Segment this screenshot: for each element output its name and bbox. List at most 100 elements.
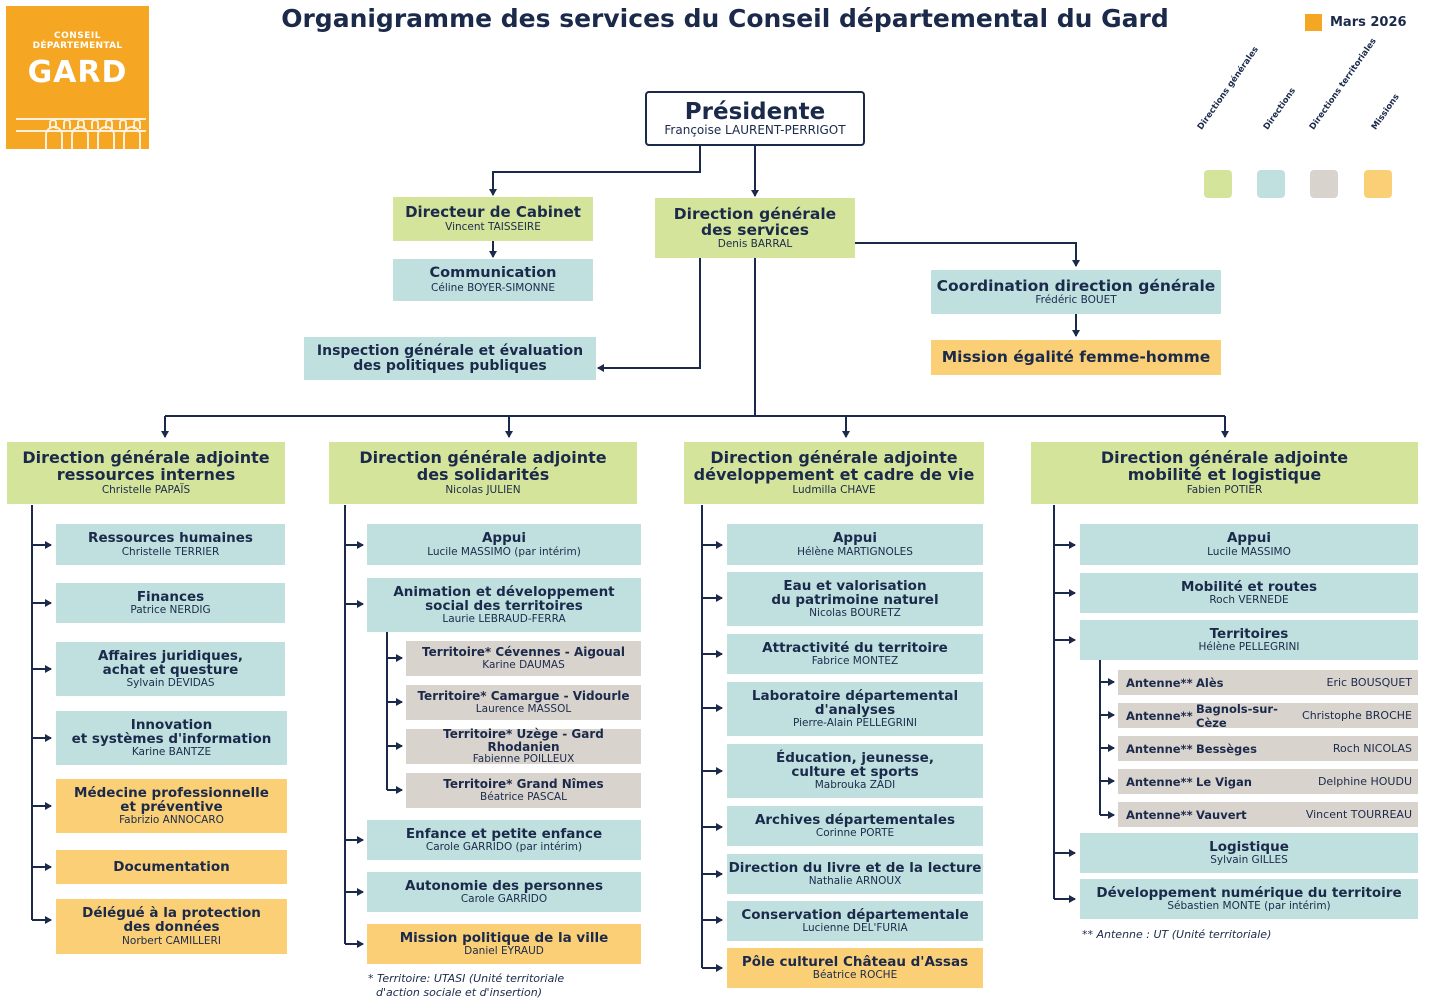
item-title: Ressources humaines [88,530,253,547]
dga-2-title-line2: des solidarités [416,464,550,484]
legend: Directions générales Directions Directio… [1190,37,1420,200]
item-person: Fabrice MONTEZ [811,655,899,668]
item-person: Patrice NERDIG [130,604,211,617]
item-person: Daniel EYRAUD [464,945,544,958]
dga-1-title-line1: Direction générale adjointe [22,448,270,468]
col3-laboratoire: Laboratoire départemental d'analyses Pie… [727,682,983,736]
coordination-box: Coordination direction générale Frédéric… [931,270,1221,314]
col2-animation: Animation et développement social des te… [367,578,641,632]
col3-pole-culturel: Pôle culturel Château d'Assas Béatrice R… [727,948,983,988]
antenne-person: Vincent TOURREAU [1305,808,1412,821]
item-title: Mobilité et routes [1180,578,1318,595]
logo-line1: CONSEIL [53,31,101,41]
col2-territoire-camargue: Territoire* Camargue - Vidourle Laurence… [406,685,641,720]
item-title: Autonomie des personnes [405,877,603,894]
col2-appui: Appui Lucile MASSIMO (par intérim) [367,524,641,565]
territoire-footnote: * Territoire: UTASI (Unité territoriale … [368,972,564,1001]
item-person: Carole GARRIDO [460,893,548,906]
item-person: Lucienne DEL'FURIA [802,922,908,935]
item-title-line2: achat et questure [102,661,239,678]
item-title: Appui [481,530,526,547]
item-title-line2: et préventive [120,798,223,815]
item-person: Mabrouka ZADI [814,779,896,792]
col3-conservation: Conservation départementale Lucienne DEL… [727,901,983,941]
item-title: Conservation départementale [741,906,969,923]
col1-affaires-juridiques: Affaires juridiques, achat et questure S… [56,642,285,696]
antenne-label: Antenne** [1126,741,1193,756]
col3-eau: Eau et valorisation du patrimoine nature… [727,572,983,626]
item-title: Attractivité du territoire [762,639,948,656]
legend-swatch-green [1204,170,1232,198]
item-title: Enfance et petite enfance [405,825,603,842]
dga-3-title-line2: développement et cadre de vie [693,464,975,484]
item-title: Innovation [130,716,213,733]
col4-appui: Appui Lucile MASSIMO [1080,524,1418,565]
legend-swatch-blue [1257,170,1285,198]
date-color-swatch [1305,13,1322,31]
item-person: Karine DAUMAS [482,658,565,671]
cabinet-person: Vincent TAISSEIRE [445,220,541,233]
inspection-title-line1: Inspection générale et évaluation [316,342,584,359]
item-person: Carole GARRIDO (par intérim) [425,841,583,854]
cabinet-box: Directeur de Cabinet Vincent TAISSEIRE [393,197,593,241]
item-person: Fabienne POILLEUX [472,753,575,766]
legend-swatch-grey [1310,170,1338,198]
mission-egalite-title: Mission égalité femme-homme [941,348,1211,367]
presidente-person: Françoise LAURENT-PERRIGOT [664,123,846,138]
communication-box: Communication Céline BOYER-SIMONNE [393,259,593,301]
item-person: Christelle TERRIER [121,545,220,558]
item-title: Logistique [1209,838,1289,855]
coordination-person: Frédéric BOUET [1035,294,1117,307]
col3-archives: Archives départementales Corinne PORTE [727,806,983,846]
dga-2-person: Nicolas JULIEN [445,483,521,496]
item-person: Béatrice PASCAL [480,790,567,803]
logo-line2: DÉPARTEMENTAL [32,41,123,51]
item-title: Appui [832,530,877,547]
pont-du-gard-icon [16,118,146,149]
dga-solidarites-box: Direction générale adjointe des solidari… [329,442,637,504]
presidente-title: Présidente [684,99,826,126]
antenne-ales: Antenne** Alès Eric BOUSQUET [1118,670,1418,695]
item-person: Béatrice ROCHE [812,969,898,982]
page-title: Organigramme des services du Conseil dép… [281,4,1169,33]
antenne-bagnols: Antenne** Bagnols-sur-Cèze Christophe BR… [1118,702,1418,730]
item-title: Direction du livre et de la lecture [728,859,982,876]
antenne-label: Antenne** [1126,807,1193,822]
item-person: Sylvain DEVIDAS [126,677,215,690]
antenne-person: Eric BOUSQUET [1326,676,1413,689]
item-person: Lucile MASSIMO [1207,545,1291,558]
item-person: Fabrizio ANNOCARO [119,814,224,827]
item-person: Pierre-Alain PELLEGRINI [793,717,917,730]
item-title: Finances [136,588,205,605]
item-person: Karine BANTZE [131,746,212,759]
item-person: Corinne PORTE [815,827,895,840]
antenne-city: Alès [1196,675,1224,690]
item-title: Territoire* Grand Nîmes [443,777,604,792]
item-title-line2: du patrimoine naturel [771,591,939,608]
item-title: Pôle culturel Château d'Assas [741,953,969,970]
col4-numerique: Développement numérique du territoire Sé… [1080,879,1418,919]
antenne-vauvert: Antenne** Vauvert Vincent TOURREAU [1118,802,1418,827]
item-title: Territoire* Camargue - Vidourle [417,689,630,704]
item-title: Territoire* Uzège - Gard Rhodanien [443,726,604,754]
item-title: Mission politique de la ville [399,929,609,946]
date-label: Mars 2026 [1330,14,1407,30]
dga-3-person: Ludmilla CHAVE [792,483,876,496]
item-title: Eau et valorisation [783,577,927,594]
antenne-footnote: ** Antenne : UT (Unité territoriale) [1082,928,1272,941]
mission-egalite-box: Mission égalité femme-homme [931,340,1221,375]
footnote-line1: * Territoire: UTASI (Unité territoriale [368,972,565,985]
legend-label-directions: Directions [1261,86,1299,132]
legend-label-missions: Missions [1369,92,1402,132]
dga-4-title-line1: Direction générale adjointe [1100,448,1349,468]
col1-finances: Finances Patrice NERDIG [56,583,285,623]
col3-attractivite: Attractivité du territoire Fabrice MONTE… [727,634,983,674]
item-title: Animation et développement [393,583,615,600]
item-title: Éducation, jeunesse, [776,749,934,766]
dga-1-title-line2: ressources internes [56,464,236,484]
antenne-label: Antenne** [1126,708,1193,723]
item-title-line2: des données [123,919,220,936]
item-title: Affaires juridiques, [97,647,244,664]
antenne-besseges: Antenne** Bessèges Roch NICOLAS [1118,736,1418,761]
item-title: Laboratoire départemental [751,687,959,704]
